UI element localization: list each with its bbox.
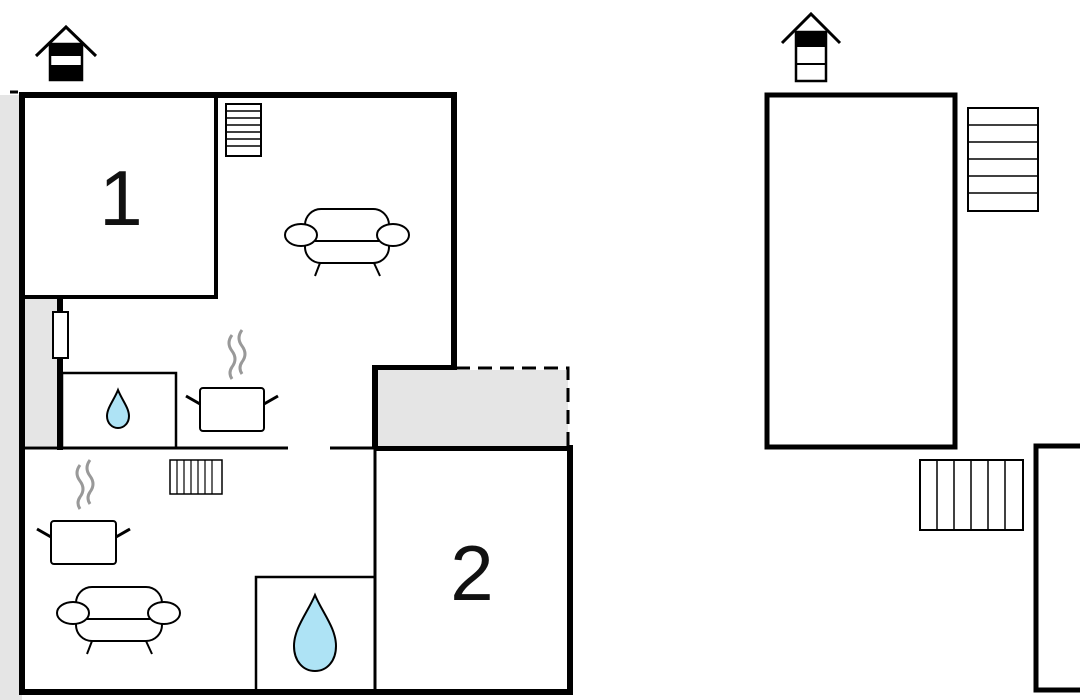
bathroom-lower [254,575,377,694]
room-2: 2 [373,448,494,692]
water-drop-icon [105,387,131,430]
stairs-icon [225,103,262,157]
stairs-icon [919,459,1024,531]
kitchen-pot-icon [185,329,279,432]
kitchen-pot-icon [36,459,131,565]
ground-floor-plan: 1 [19,24,573,695]
upper-floor-plan [764,11,1080,693]
terrace-dashed-edge [456,366,570,446]
outdoor-area-side [25,298,57,446]
room-2-label: 2 [450,529,493,617]
sofa-icon [284,208,410,277]
bathroom-upper [60,371,178,450]
window-icon [52,311,69,359]
outer-wall-lower [19,445,573,695]
house-entrance-icon [34,24,98,82]
house-entrance-icon [780,11,842,83]
room-1: 1 [20,93,218,299]
sofa-icon [56,586,181,655]
upper-room-partial [1033,443,1080,693]
terrace-area [378,370,568,446]
outdoor-area-left [0,95,22,700]
stairs-icon [967,107,1039,212]
upper-room [764,92,958,450]
room-1-label: 1 [99,154,142,242]
water-drop-icon [292,592,338,673]
radiator-icon [169,459,223,495]
